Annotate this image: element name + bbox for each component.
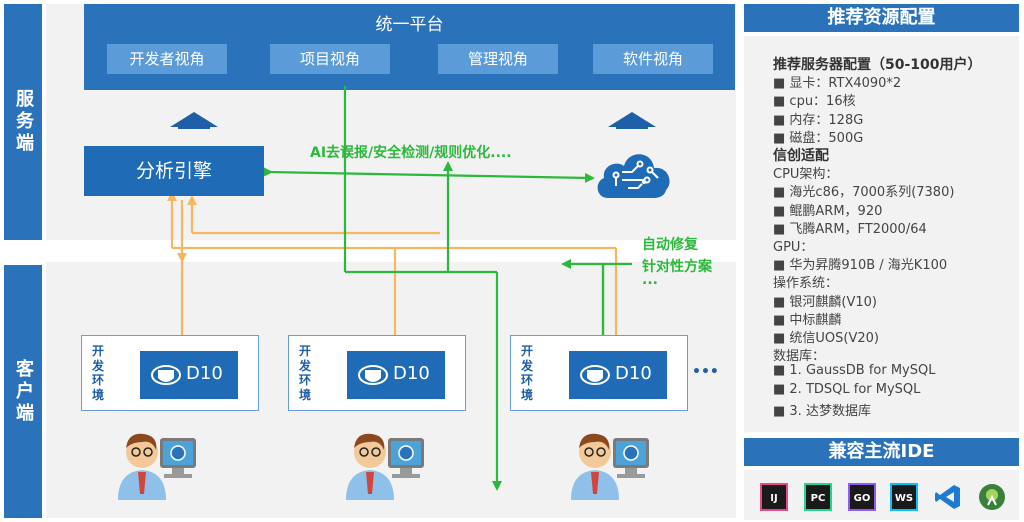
dev-environment-1: 开发环境 D10 [81,335,259,411]
intellij-icon: IJ [760,483,788,511]
resource-item: CPU架构： [773,167,839,183]
cloud-ai-icon [597,154,670,198]
resource-item: ■ 统信UOS(V20) [773,331,879,346]
developer-icon-2 [346,433,424,500]
resource-item: 数据库： [773,349,826,365]
d10-label: D10 [393,363,430,384]
env-label: 开发环境 [92,344,105,402]
d10-shield-icon [580,365,610,385]
view-project: 项目视角 [270,44,390,74]
client-side-text: 客户端 [13,358,34,425]
goland-icon: GO [848,483,876,511]
developer-icon-1 [118,433,196,500]
resource-item: ■ 银河麒麟(V10) [773,294,877,310]
d10-device: D10 [140,351,238,399]
pycharm-icon: PC [804,483,832,511]
client-side-label: 客户端 [4,265,42,518]
d10-label: D10 [186,363,223,384]
view-developer: 开发者视角 [107,44,227,74]
resource-item: ■ 3. 达梦数据库 [773,403,871,419]
resource-item: ■ 华为昇腾910B / 海光K100 [773,258,948,274]
resource-item: ■ 鲲鹏ARM，920 [773,203,883,219]
view-management: 管理视角 [438,44,558,74]
dev-environment-2: 开发环境 D10 [288,335,466,411]
resource-item: 操作系统： [773,276,839,292]
resource-item: ■ 1. GaussDB for MySQL [773,363,936,379]
webstorm-icon: WS [890,483,918,511]
server-side-label: 服务端 [4,4,42,240]
fix-annotation-line2: 针对性方案 [642,259,712,275]
env-label: 开发环境 [299,344,312,402]
fix-annotation-more: ... [642,272,658,288]
resource-item: ■ 磁盘：500G [773,130,864,146]
ide-panel [744,470,1019,520]
fix-annotation-line1: 自动修复 [642,237,698,253]
view-software: 软件视角 [593,44,713,74]
resource-heading: 推荐服务器配置（50-100用户） [773,57,982,73]
more-environments: ••• [692,364,719,380]
analysis-engine: 分析引擎 [84,146,264,196]
resource-config-title: 推荐资源配置 [744,4,1019,32]
resource-item: ■ 中标麒麟 [773,312,842,328]
dev-environment-3: 开发环境 D10 [510,335,688,411]
d10-device: D10 [569,351,667,399]
ai-annotation: AI去误报/安全检测/规则优化.... [310,145,512,161]
resource-item: ■ 显卡：RTX4090*2 [773,76,902,92]
resource-item: ■ 内存：128G [773,112,864,128]
ide-title: 兼容主流IDE [744,438,1019,466]
resource-heading: 信创适配 [773,148,829,164]
env-label: 开发环境 [521,344,534,402]
resource-item: ■ 海光c86，7000系列(7380) [773,185,955,201]
resource-config-panel: 推荐服务器配置（50-100用户） ■ 显卡：RTX4090*2 ■ cpu：16核… [744,36,1019,432]
android-studio-icon [979,484,1005,510]
resource-item: ■ 飞腾ARM，FT2000/64 [773,221,927,237]
platform-title: 统一平台 [375,15,444,35]
d10-device: D10 [347,351,445,399]
unified-platform: 统一平台 开发者视角 项目视角 管理视角 软件视角 [84,4,735,90]
d10-label: D10 [615,363,652,384]
d10-shield-icon [151,365,181,385]
server-side-text: 服务端 [13,89,34,155]
d10-shield-icon [358,365,388,385]
resource-item: ■ 2. TDSQL for MySQL [773,381,921,397]
vscode-icon [935,485,960,509]
resource-item: GPU： [773,240,814,255]
developer-icon-3 [571,433,649,500]
resource-item: ■ cpu：16核 [773,94,856,110]
